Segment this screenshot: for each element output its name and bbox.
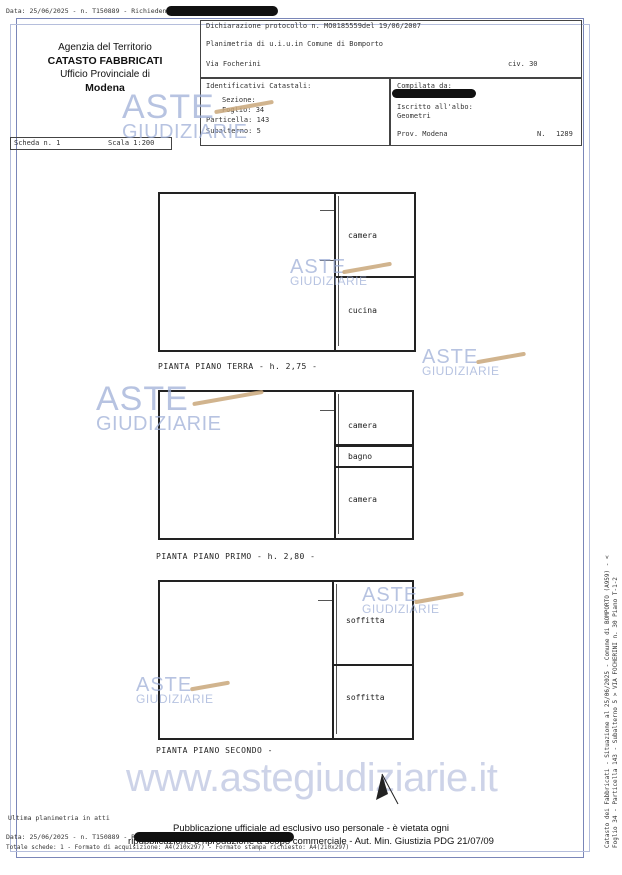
header-box [200, 20, 582, 78]
scala: Scala 1:200 [108, 139, 155, 147]
redaction-bar [392, 89, 476, 98]
agency-catasto: CATASTO FABBRICATI [47, 55, 163, 67]
room-label: cucina [348, 306, 377, 315]
agency-ufficio: Ufficio Provinciale di [60, 69, 150, 80]
redaction-bar [166, 6, 278, 16]
civico: civ. 30 [508, 60, 538, 68]
scheda-number: Scheda n. 1 [14, 139, 61, 147]
document-inner-frame [10, 24, 590, 852]
planimetria-title: Planimetria di u.i.u.in Comune di Bompor… [206, 40, 384, 48]
redaction-bar [134, 832, 294, 842]
pubblicazione-line2: ripubblicazione o riproduzione a scopo c… [128, 836, 494, 847]
compilata-title: Compilata da: [397, 82, 452, 90]
compilata-box [390, 78, 582, 146]
room-label: camera [348, 421, 377, 430]
side-catasto-text: Catasto dei Fabbricati - Situazione al 2… [604, 555, 619, 848]
watermark-url: www.astegiudiziarie.it [126, 756, 498, 800]
numero: 1289 [556, 130, 573, 138]
footer-request-stamp: Data: 25/06/2025 - n. T150889 - Richiede… [6, 833, 179, 841]
sezione: Sezione: [222, 96, 256, 104]
scheda-box [10, 137, 172, 150]
provincia: Prov. Modena [397, 130, 448, 138]
plan-title-primo: PIANTA PIANO PRIMO - h. 2,80 - [156, 552, 316, 561]
top-request-stamp: Data: 25/06/2025 - n. T150889 - Richiede… [6, 7, 179, 15]
room-label: bagno [348, 452, 373, 461]
particella: Particella: 143 [206, 116, 270, 124]
room-label: soffitta [346, 693, 385, 702]
foglio: Foglio: 34 [222, 106, 265, 114]
agency-block: Agenzia del Territorio CATASTO FABBRICAT… [40, 42, 170, 94]
professione: Geometri [397, 112, 431, 120]
room-label: camera [348, 495, 377, 504]
north-arrow-icon [376, 773, 399, 805]
agency-name: Agenzia del Territorio [58, 42, 152, 53]
plan-title-terra: PIANTA PIANO TERRA - h. 2,75 - [158, 362, 318, 371]
iscritto: Iscritto all'albo: [397, 103, 473, 111]
plan-title-secondo: PIANTA PIANO SECONDO - [156, 746, 273, 755]
document-frame [16, 18, 584, 858]
totale-schede: Totale schede: 1 - Formato di acquisizio… [6, 844, 350, 851]
agency-modena: Modena [85, 82, 125, 94]
numero-label: N. [537, 130, 546, 138]
address: Via Focherini [206, 60, 261, 68]
catastali-box [200, 78, 390, 146]
catastali-title: Identificativi Catastali: [206, 82, 312, 90]
pubblicazione-line1: Pubblicazione ufficiale ad esclusivo uso… [172, 823, 450, 834]
room-label: camera [348, 231, 377, 240]
subalterno: Subalterno: 5 [206, 127, 261, 135]
ultima-planimetria: Ultima planimetria in atti [8, 814, 110, 822]
dichiarazione: Dichiarazione protocollo n. MO0185559del… [206, 22, 421, 30]
room-label: soffitta [346, 616, 385, 625]
